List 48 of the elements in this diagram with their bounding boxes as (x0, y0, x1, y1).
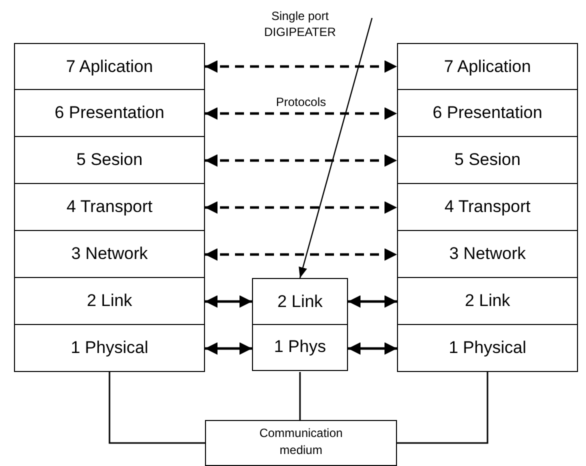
arrow (348, 295, 397, 308)
node-label: Single port DIGIPEATER (263, 8, 337, 40)
layer-box (14, 324, 205, 372)
node-label: 2 Link (464, 290, 510, 312)
node-label: 3 Network (449, 243, 526, 265)
node-label: 2 Link (277, 290, 323, 313)
node-label: 7 Aplication (66, 56, 153, 78)
medium-box (205, 420, 397, 466)
arrow (205, 248, 397, 261)
layer-box (14, 43, 205, 90)
node-label: 5 Sesion (454, 149, 521, 171)
connector-line (299, 372, 301, 420)
node-label: 5 Sesion (76, 149, 143, 171)
arrow (205, 201, 397, 214)
arrow (298, 18, 373, 278)
node-label: 1 Phys (274, 336, 326, 358)
layer-box (397, 43, 578, 90)
layer-box (252, 324, 348, 370)
arrow (205, 154, 397, 167)
arrow (348, 342, 397, 355)
layer-box (397, 324, 578, 372)
layer-box (397, 276, 578, 325)
node-label: 2 Link (86, 290, 132, 312)
layer-box (14, 276, 205, 325)
layer-box (14, 88, 205, 137)
node-label: Communication medium (258, 425, 344, 459)
node-label: 1 Physical (70, 337, 148, 359)
layer-box (397, 230, 578, 278)
node-label: 6 Presentation (54, 102, 164, 124)
layer-box (14, 230, 205, 278)
node-label: 4 Transport (66, 196, 152, 218)
node-label: 1 Physical (448, 337, 526, 359)
layer-box (14, 136, 205, 184)
arrow (205, 342, 252, 355)
layer-box (397, 136, 578, 184)
layer-box (14, 182, 205, 231)
connector-line (397, 372, 488, 444)
node-label: 4 Transport (444, 196, 530, 218)
arrow (205, 107, 397, 120)
node-label: 3 Network (71, 243, 148, 265)
arrow (205, 60, 397, 73)
layer-box (252, 278, 348, 325)
arrow (205, 295, 252, 308)
node-label: 6 Presentation (432, 102, 542, 124)
layer-box (397, 182, 578, 231)
node-label: 7 Aplication (444, 56, 531, 78)
layer-box (397, 88, 578, 137)
connector-line (108, 372, 205, 444)
